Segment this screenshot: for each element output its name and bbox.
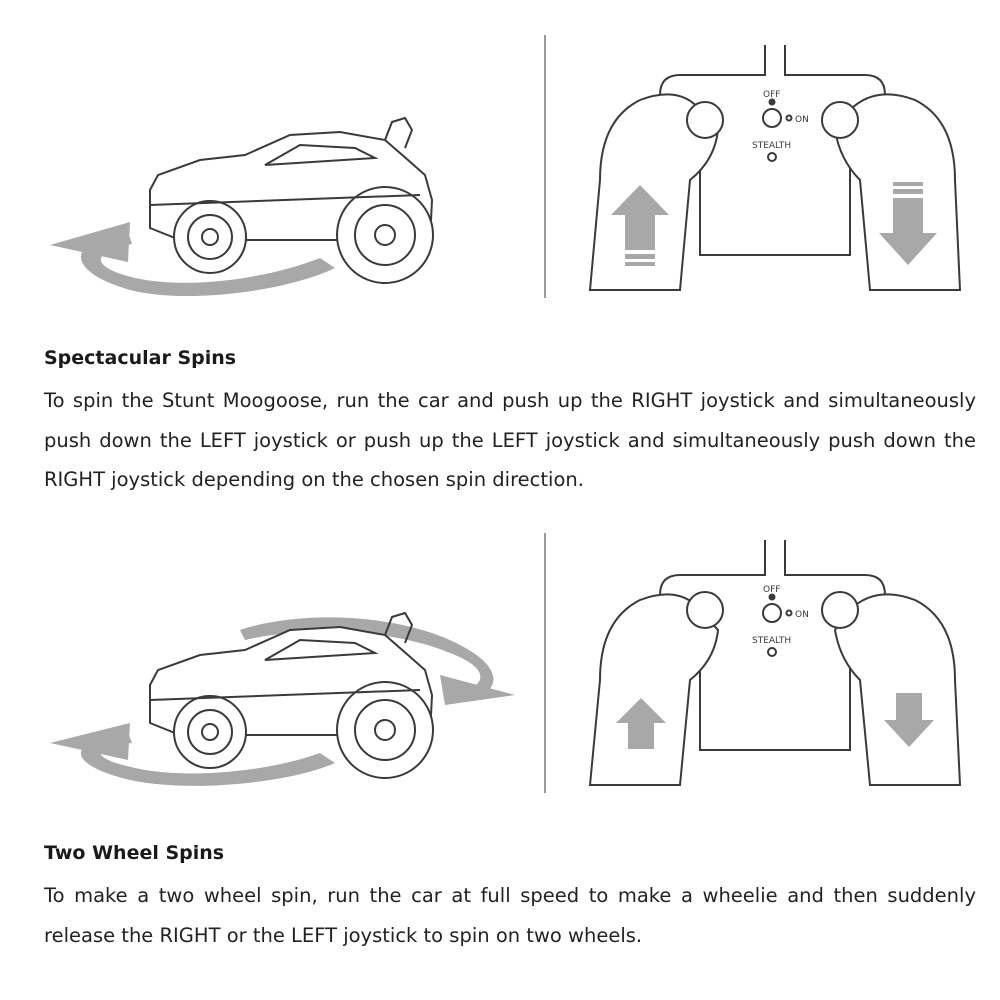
off-label: OFF bbox=[763, 585, 780, 595]
wheelie-illustration: OFF ON STEALTH bbox=[50, 533, 962, 793]
spin-arrow-top-icon bbox=[240, 617, 515, 705]
spin-illustration: OFF ON STEALTH bbox=[50, 35, 962, 298]
arrow-up-icon bbox=[616, 698, 666, 749]
section-heading: Spectacular Spins bbox=[44, 347, 237, 369]
section-body: To make a two wheel spin, run the car at… bbox=[44, 884, 976, 947]
arrow-down-icon bbox=[879, 182, 937, 265]
section-body: To spin the Stunt Moogoose, run the car … bbox=[44, 389, 976, 491]
controller-illustration bbox=[588, 45, 962, 291]
arrow-down-icon bbox=[884, 693, 934, 747]
section-spectacular-spins: OFF ON STEALTH Spectacular Spins To spin… bbox=[44, 35, 976, 491]
spin-arrow-bottom-icon bbox=[50, 723, 335, 786]
arrow-up-icon bbox=[611, 185, 669, 266]
car-icon bbox=[149, 611, 434, 779]
controller-illustration bbox=[588, 540, 962, 786]
off-label: OFF bbox=[763, 90, 780, 100]
stealth-label: STEALTH bbox=[752, 636, 791, 646]
section-two-wheel-spins: OFF ON STEALTH Two Wheel Spins To make a… bbox=[0, 495, 1000, 1000]
stealth-label: STEALTH bbox=[752, 141, 791, 151]
spin-arrow-icon bbox=[50, 222, 335, 297]
section-heading: Two Wheel Spins bbox=[44, 842, 225, 864]
on-label: ON bbox=[795, 115, 809, 125]
car-icon bbox=[149, 116, 434, 284]
on-label: ON bbox=[795, 610, 809, 620]
